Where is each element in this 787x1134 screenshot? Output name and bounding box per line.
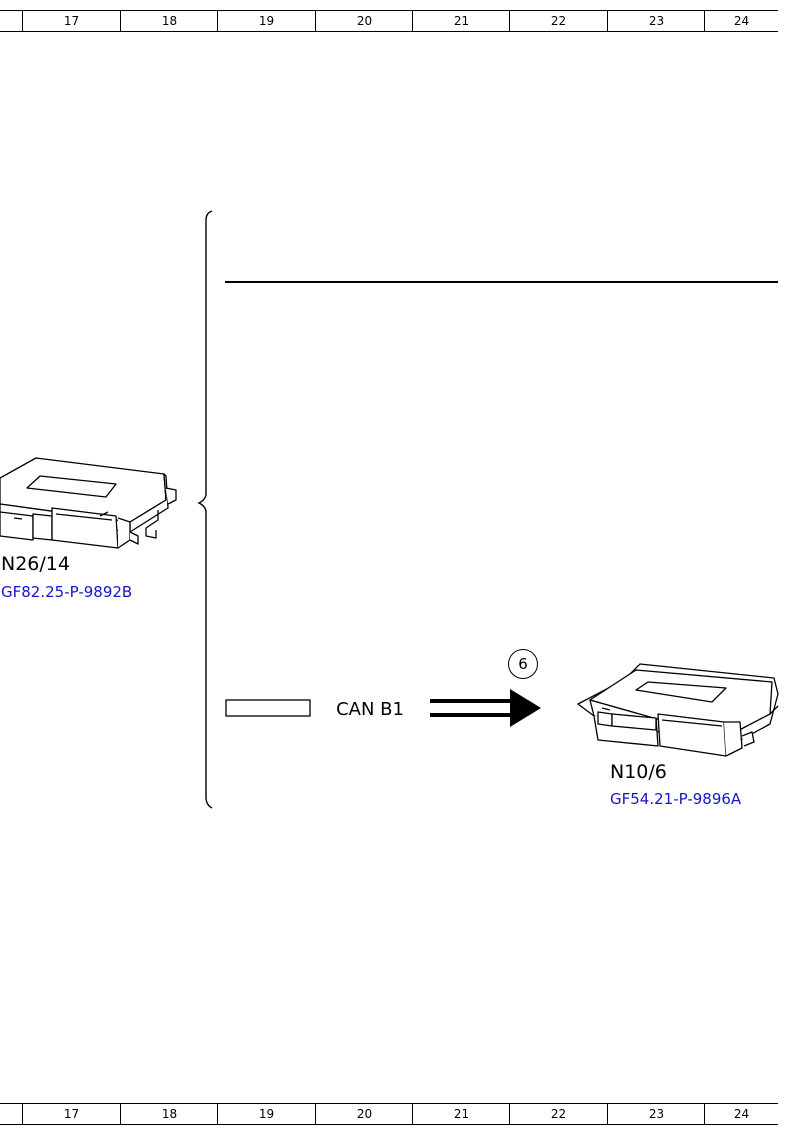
control-unit-icon — [577, 663, 779, 757]
ruler-cell: 24 — [704, 11, 778, 31]
ruler-cell: 17 — [22, 11, 120, 31]
ruler-cell: 17 — [22, 1104, 120, 1124]
callout-number: 6 — [508, 649, 538, 679]
ruler-cell: 24 — [704, 1104, 778, 1124]
ruler-cell: 21 — [412, 1104, 510, 1124]
can-bus-label: CAN B1 — [336, 699, 404, 720]
ruler-cell: 20 — [315, 11, 413, 31]
component-reference-link[interactable]: GF82.25-P-9892B — [1, 583, 133, 601]
ruler-cell: 18 — [120, 11, 218, 31]
grid-ruler-top: 17 18 19 20 21 22 23 24 — [0, 10, 778, 32]
ruler-cell: 19 — [217, 11, 315, 31]
ruler-cell: 22 — [509, 1104, 607, 1124]
ruler-cell: 18 — [120, 1104, 218, 1124]
component-reference-link[interactable]: GF54.21-P-9896A — [610, 790, 742, 808]
ruler-cell: 23 — [607, 11, 705, 31]
ruler-cell: 20 — [315, 1104, 413, 1124]
grid-ruler-bottom: 17 18 19 20 21 22 23 24 — [0, 1103, 778, 1125]
ruler-cell: 22 — [509, 11, 607, 31]
ruler-cell: 19 — [217, 1104, 315, 1124]
control-unit-icon — [0, 457, 177, 549]
component-id-label: N26/14 — [1, 553, 70, 575]
ruler-cell: 23 — [607, 1104, 705, 1124]
ruler-cell: 21 — [412, 11, 510, 31]
brace-bracket — [197, 210, 213, 809]
signal-arrow-icon — [225, 689, 541, 727]
component-id-label: N10/6 — [610, 761, 667, 783]
